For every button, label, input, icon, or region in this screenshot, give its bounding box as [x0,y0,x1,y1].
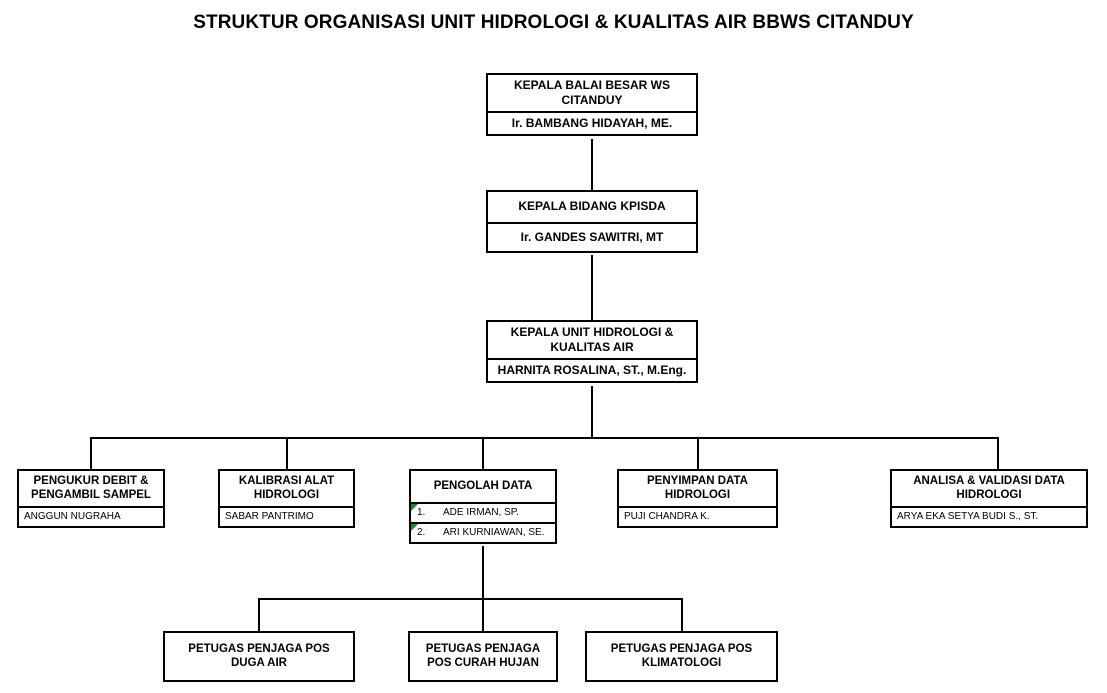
node-title: KEPALA UNIT HIDROLOGI & KUALITAS AIR [510,325,674,354]
connector-bus-lower [258,598,682,600]
connector-bus-to-analisa-validasi [997,437,999,469]
connector-bus-main [90,437,999,439]
node-title: KEPALA BIDANG KPISDA [518,199,666,213]
node-person-name: SABAR PANTRIMO [220,506,353,526]
node-title: KALIBRASI ALAT HIDROLOGI [238,475,335,502]
node-petugas-penjaga-pos-duga-air[interactable]: PETUGAS PENJAGA POS DUGA AIR [163,631,355,683]
node-pengukur-debit-pengambil-sampel[interactable]: PENGUKUR DEBIT & PENGAMBIL SAMPEL ANGGUN… [17,469,165,529]
node-kalibrasi-alat-hidrologi[interactable]: KALIBRASI ALAT HIDROLOGI SABAR PANTRIMO [218,469,355,529]
connector-bus-to-pengukur-debit [90,437,92,469]
connector-balai-to-bidang [591,139,593,190]
error-indicator-icon [411,524,418,532]
node-title: KEPALA BALAI BESAR WS CITANDUY [514,78,670,107]
list-item: 1. ADE IRMAN, SP. [411,502,555,522]
connector-bus-to-pengolah-data [482,437,484,469]
node-person-name: HARNITA ROSALINA, ST., M.Eng. [488,358,696,380]
node-person-name: Ir. GANDES SAWITRI, MT [488,221,696,251]
node-petugas-penjaga-pos-curah-hujan[interactable]: PETUGAS PENJAGA POS CURAH HUJAN [408,631,558,683]
connector-pengolah-to-lower-bus [482,546,484,599]
page-title: STRUKTUR ORGANISASI UNIT HIDROLOGI & KUA… [193,12,914,33]
connector-bus-to-kalibrasi-alat [286,437,288,469]
node-petugas-penjaga-pos-klimatologi[interactable]: PETUGAS PENJAGA POS KLIMATOLOGI [585,631,778,683]
node-penyimpan-data-hidrologi[interactable]: PENYIMPAN DATA HIDROLOGI PUJI CHANDRA K. [617,469,778,529]
connector-bus-to-pos-curah-hujan [482,598,484,631]
node-title: ANALISA & VALIDASI DATA HIDROLOGI [913,475,1065,502]
node-title: PENGOLAH DATA [433,480,533,492]
list-item-number: 2. [417,527,426,539]
node-title: PETUGAS PENJAGA POS KLIMATOLOGI [610,643,753,670]
error-indicator-icon [411,504,418,512]
node-kepala-balai-besar[interactable]: KEPALA BALAI BESAR WS CITANDUY Ir. BAMBA… [486,73,698,136]
node-title: PETUGAS PENJAGA POS DUGA AIR [188,643,330,670]
node-person-name: ANGGUN NUGRAHA [19,506,163,526]
node-person-name: ARYA EKA SETYA BUDI S., ST. [892,506,1086,526]
list-item-name: ADE IRMAN, SP. [443,507,519,519]
node-pengolah-data[interactable]: PENGOLAH DATA 1. ADE IRMAN, SP. 2. ARI K… [409,469,557,545]
connector-bus-to-pos-klimatologi [681,598,683,631]
connector-bidang-to-unit [591,255,593,320]
list-item: 2. ARI KURNIAWAN, SE. [411,522,555,542]
connector-bus-to-pos-duga-air [258,598,260,631]
node-analisa-validasi-data-hidrologi[interactable]: ANALISA & VALIDASI DATA HIDROLOGI ARYA E… [890,469,1088,529]
list-item-name: ARI KURNIAWAN, SE. [443,527,545,539]
node-kepala-unit-hidrologi[interactable]: KEPALA UNIT HIDROLOGI & KUALITAS AIR HAR… [486,320,698,383]
node-kepala-bidang-kpisda[interactable]: KEPALA BIDANG KPISDA Ir. GANDES SAWITRI,… [486,190,698,254]
node-person-name: Ir. BAMBANG HIDAYAH, ME. [488,111,696,133]
connector-unit-to-bus [591,386,593,438]
node-person-name: PUJI CHANDRA K. [619,506,776,526]
connector-bus-to-penyimpan-data [697,437,699,469]
node-title: PENYIMPAN DATA HIDROLOGI [647,475,748,502]
node-title: PETUGAS PENJAGA POS CURAH HUJAN [425,643,541,670]
node-title: PENGUKUR DEBIT & PENGAMBIL SAMPEL [31,475,151,502]
list-item-number: 1. [417,507,426,519]
